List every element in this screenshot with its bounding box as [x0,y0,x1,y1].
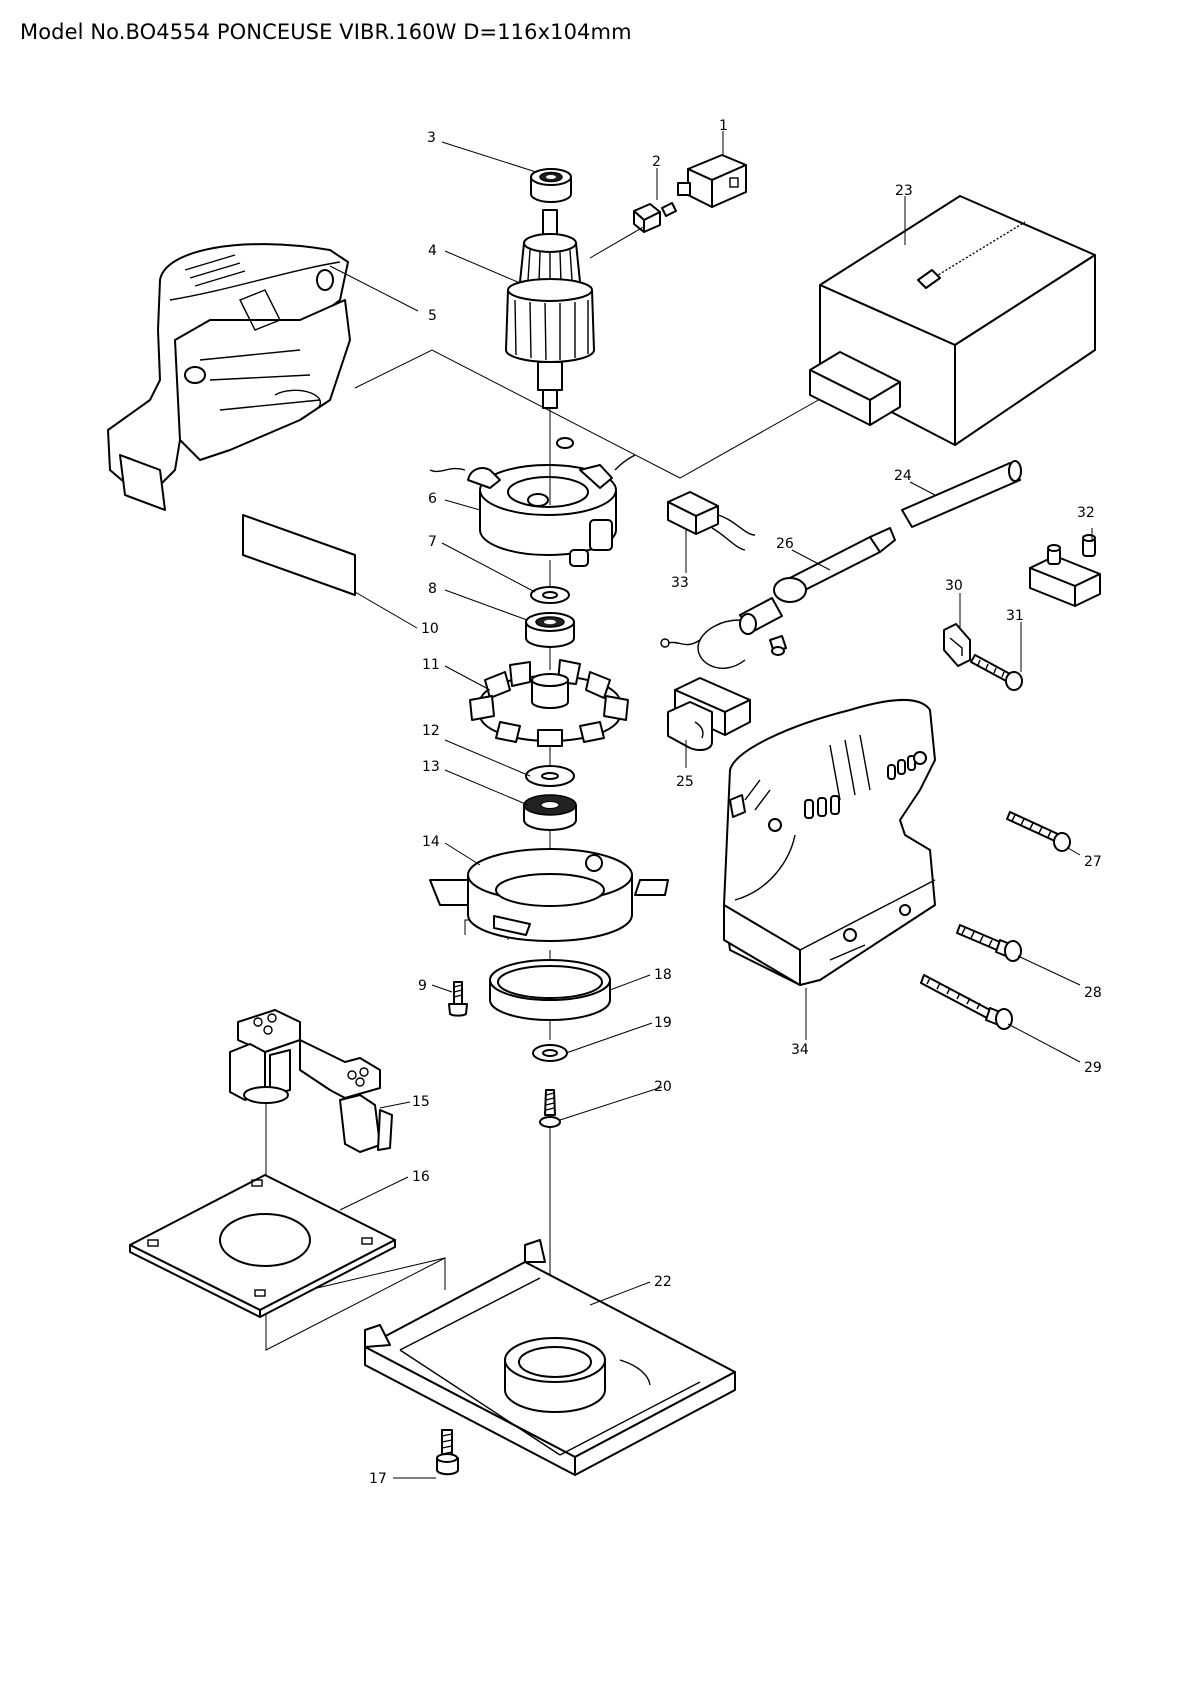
callout-12: 12 [422,723,440,739]
callout-31: 31 [1006,608,1024,624]
part-13-bearing [523,794,577,831]
callout-8: 8 [428,581,437,597]
part-17-screw [436,1429,459,1476]
callout-9: 9 [418,978,427,994]
part-2-brush [633,202,677,233]
callout-6: 6 [428,491,437,507]
callout-3: 3 [427,130,436,146]
part-1-brush-holder [677,154,747,208]
part-9-screw [448,981,468,1017]
callout-15: 15 [412,1094,430,1110]
callout-14: 14 [422,834,440,850]
callout-30: 30 [945,578,963,594]
part-28-screw [956,924,1022,962]
part-27-screw [1006,811,1071,852]
part-33-capacitor [667,491,756,551]
part-5-handle-housing [107,243,351,511]
part-6-field [429,437,636,567]
part-7-washer [530,586,570,604]
callout-34: 34 [791,1042,809,1058]
callout-23: 23 [895,183,913,199]
page-title: Model No.BO4554 PONCEUSE VIBR.160W D=116… [20,20,632,44]
part-32-connector [1029,534,1101,607]
callout-4: 4 [428,243,437,259]
part-10-label [242,514,356,596]
callout-26: 26 [776,536,794,552]
callout-13: 13 [422,759,440,775]
callout-7: 7 [428,534,437,550]
part-16-plate [129,1174,396,1318]
part-12-washer [525,765,575,787]
callout-24: 24 [894,468,912,484]
part-25-switch [667,677,751,751]
part-22-pad [364,1239,736,1476]
part-29-screw [920,974,1013,1030]
part-19-washer [532,1044,568,1062]
part-26-power-cord [660,527,896,669]
callout-5: 5 [428,308,437,324]
callout-19: 19 [654,1015,672,1031]
callout-27: 27 [1084,854,1102,870]
callout-11: 11 [422,657,440,673]
callout-2: 2 [652,154,661,170]
callout-1: 1 [719,118,728,134]
part-15-link [229,1009,393,1153]
part-4-armature [505,209,595,409]
callout-17: 17 [369,1471,387,1487]
leader-lines [329,131,1093,1479]
callout-10: 10 [421,621,439,637]
part-14-base-housing [429,848,669,942]
part-34-motor-housing [723,698,936,986]
part-8-bearing [525,612,575,648]
callout-18: 18 [654,967,672,983]
part-23-carry-case [809,195,1096,446]
callout-32: 32 [1077,505,1095,521]
part-11-fan [469,659,629,747]
callout-labels: 1 2 3 4 5 6 7 8 9 10 11 12 13 14 15 16 1… [369,118,1102,1487]
part-24-cord-guard [901,460,1022,528]
callout-16: 16 [412,1169,430,1185]
part-31-screw [970,654,1023,691]
callout-29: 29 [1084,1060,1102,1076]
part-30-cord-clamp [943,623,971,667]
callout-22: 22 [654,1274,672,1290]
part-20-screw [539,1089,561,1128]
callout-33: 33 [671,575,689,591]
callout-20: 20 [654,1079,672,1095]
part-3-bearing [530,168,572,203]
callout-28: 28 [1084,985,1102,1001]
callout-25: 25 [676,774,694,790]
part-18-ring [489,959,611,1021]
